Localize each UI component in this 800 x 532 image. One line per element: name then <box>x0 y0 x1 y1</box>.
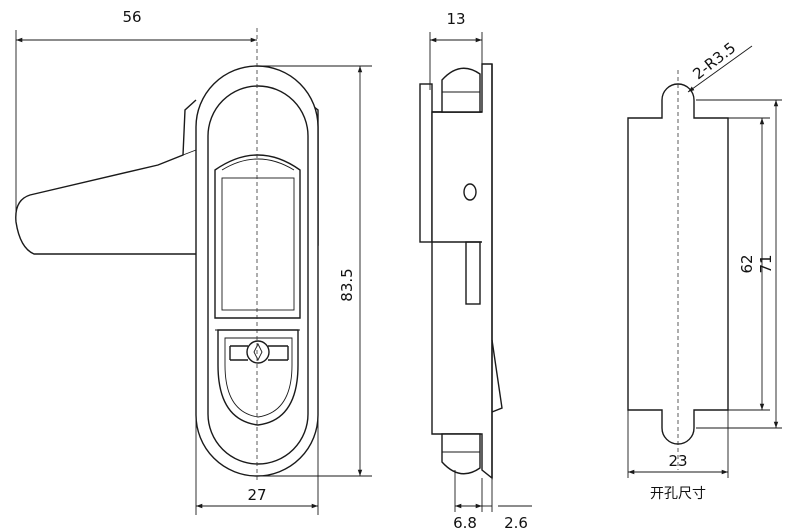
lock-plate <box>217 329 299 426</box>
dim-depth: 13 <box>446 10 465 28</box>
cutout-outline <box>627 83 729 445</box>
dim-cutout-inner-height: 62 <box>738 254 756 273</box>
side-view: 13 6.8 2.6 <box>419 10 532 532</box>
dim-cutout-width: 23 <box>668 452 687 470</box>
housing-inner <box>207 85 309 465</box>
dim-width: 27 <box>247 486 266 504</box>
side-body <box>431 63 493 480</box>
dim-flange: 2.6 <box>504 514 528 532</box>
cutout-caption: 开孔尺寸 <box>650 486 706 502</box>
dim-cutout-outer-height: 71 <box>757 254 775 273</box>
handle-lever <box>15 99 198 255</box>
dim-height: 83.5 <box>338 268 356 301</box>
dim-handle-length: 56 <box>122 8 141 26</box>
front-view: 56 83.5 27 <box>15 8 372 515</box>
keyhole-icon <box>229 340 289 364</box>
inner-window <box>214 154 301 319</box>
dim-base-thickness: 6.8 <box>453 514 477 532</box>
pivot-hole <box>463 183 477 201</box>
cutout-view: 62 71 23 2-R3.5 开孔尺寸 <box>627 39 782 502</box>
